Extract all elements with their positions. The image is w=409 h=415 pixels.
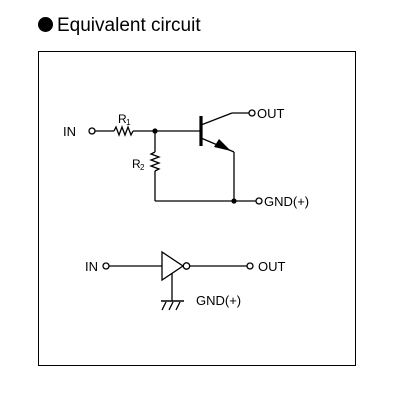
r1-label: R xyxy=(118,112,127,126)
junction-node-gnd xyxy=(231,198,237,204)
transistor-circuit xyxy=(88,109,263,205)
resistor-r1 xyxy=(113,125,134,137)
bullet-icon xyxy=(38,17,53,32)
sym-out-label: OUT xyxy=(258,259,286,274)
emitter-arrow-icon xyxy=(214,139,231,151)
transistor-collector xyxy=(200,112,233,126)
sym-in-label: IN xyxy=(85,259,98,274)
ground-hatch-icon xyxy=(161,301,181,311)
r2-subscript: 2 xyxy=(140,163,145,172)
inverter-bubble-icon xyxy=(182,262,191,270)
resistor-r2 xyxy=(149,151,161,172)
r2-label: R xyxy=(132,157,141,171)
gnd-label: GND(+) xyxy=(264,194,309,209)
r1-subscript: 1 xyxy=(126,118,131,127)
circuit-frame xyxy=(38,51,356,366)
page-title-text: Equivalent circuit xyxy=(57,15,201,36)
out-terminal xyxy=(248,109,256,117)
symbol-circuit xyxy=(102,250,254,311)
out-label: OUT xyxy=(257,106,285,121)
in-label: IN xyxy=(63,124,76,139)
gnd-terminal xyxy=(255,197,263,205)
sym-out-terminal xyxy=(246,262,254,270)
in-terminal xyxy=(88,127,96,135)
page-title: Equivalent circuit xyxy=(38,14,201,38)
sym-in-terminal xyxy=(102,262,110,270)
sym-gnd-label: GND(+) xyxy=(196,293,241,308)
